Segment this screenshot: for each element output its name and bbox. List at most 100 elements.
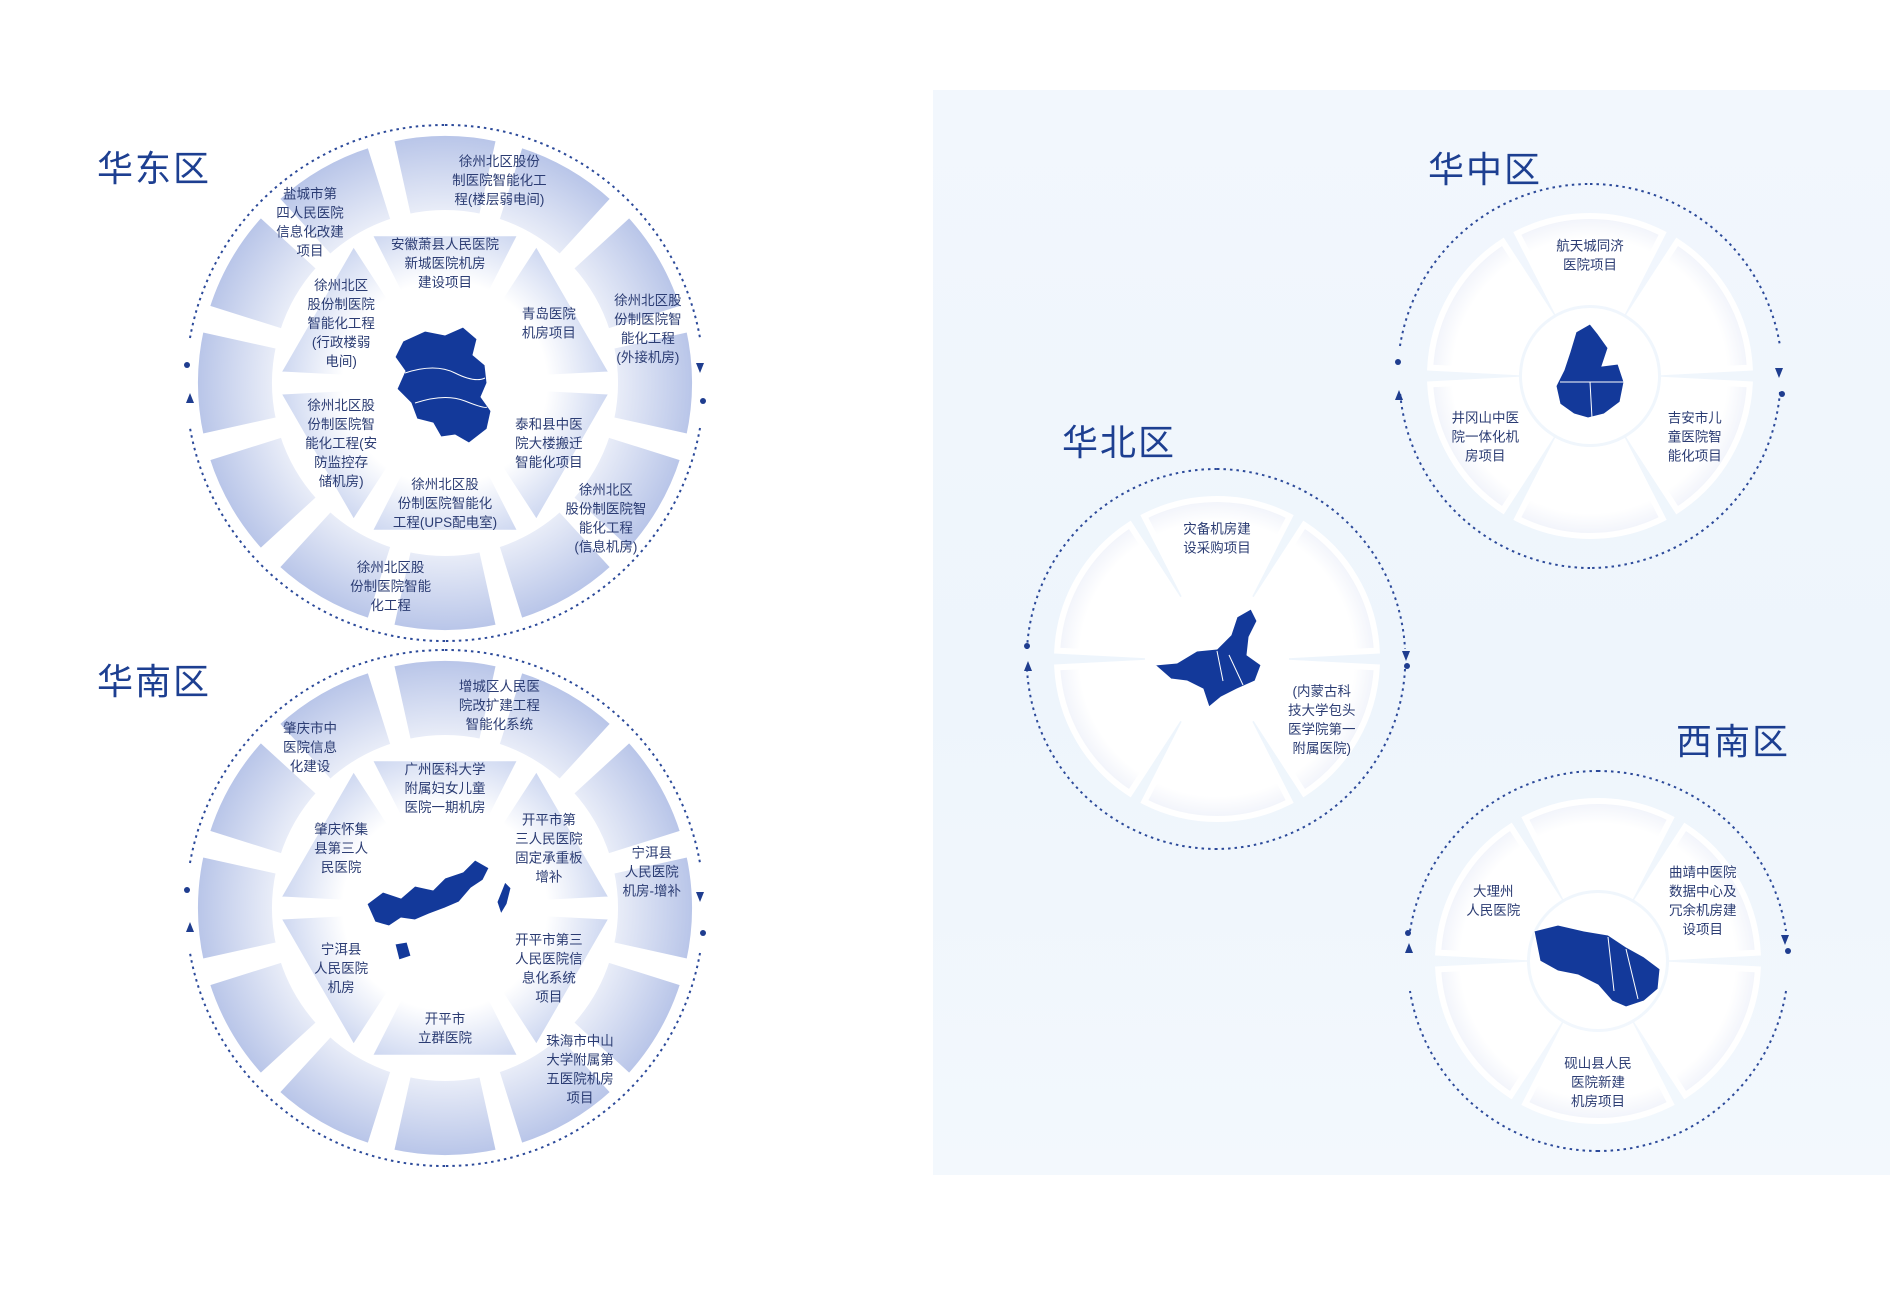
south-inner-label: 肇庆怀集县第三人民医院 [314,822,368,875]
southwest-segment-label-line: 设项目 [1683,922,1724,937]
region-title-central: 华中区 [1428,149,1543,190]
south-inner-label-line: 开平市第 [522,812,576,828]
south-diagram: 增城区人民医院改扩建工程智能化系统宁洱县人民医院机房-增补珠海市中山大学附属第五… [184,648,706,1168]
east-outer-label-line: 股份制医院智 [565,501,646,516]
southwest-segment-label: 曲靖中医院数据中心及冗余机房建设项目 [1669,865,1737,937]
central-segment [1427,237,1554,376]
south-outer-segment [192,850,283,966]
central-segment-label: 井冈山中医院一体化机房项目 [1451,411,1519,464]
east-inner-segment [363,444,527,536]
south-outer-label-line: 机房-增补 [623,884,682,899]
south-outer-label-line: 人民医院 [625,865,679,880]
east-outer-label-line: 化工程 [370,598,411,613]
southwest-segment-label-line: 砚山县人民 [1564,1056,1632,1071]
east-outer-label-line: 制医院智能化工 [452,173,547,188]
south-inner-label-line: 肇庆怀集 [314,822,368,837]
east-inner-label: 徐州北区股份制医院智能化工程(安防监控存储机房) [305,398,377,489]
north-region-map [1153,608,1262,708]
central-segment-label-line: 井冈山中医 [1451,411,1519,426]
south-outer-label: 肇庆市中医院信息化建设 [283,720,337,774]
south-outer-label-line: 化建设 [290,759,331,774]
south-inner-segment [363,755,527,847]
east-inner-segment [272,236,410,383]
south-outer-label-line: 珠海市中山 [546,1032,614,1048]
southwest-segment-label: 砚山县人民医院新建机房项目 [1564,1056,1632,1109]
east-outer-segment [492,504,619,626]
east-inner-label: 安徽萧县人民医院新城医院机房建设项目 [391,237,499,290]
east-outer-segment [566,209,688,336]
south-outer-label-line: 五医院机房 [546,1071,614,1086]
central-segment-label: 航天城同济医院项目 [1556,239,1624,273]
east-outer-ring [192,130,698,636]
east-outer-label-line: (信息机房) [574,538,637,554]
east-outer-label: 徐州北区股份制医院智能化工程(信息机房) [565,482,646,554]
south-inner-label-line: 广州医科大学 [405,762,486,777]
east-inner-label-line: 建设项目 [418,275,472,290]
south-outer-segment [271,665,398,787]
south-inner-label-line: 县第三人 [314,840,368,856]
south-outer-segment [271,1029,398,1151]
southwest-segment-label: 大理州人民医院 [1466,884,1520,918]
south-outer-label-line: 大学附属第 [546,1051,614,1067]
south-inner-label-line: 开平市第三 [515,932,583,948]
central-segment [1513,437,1667,539]
southwest-segment-label-line: 大理州 [1473,884,1514,899]
central-segment-label-line: 吉安市儿 [1668,410,1722,426]
south-inner-label: 开平市第三人民医院信息化系统项目 [515,932,583,1005]
south-outer-label: 宁洱县人民医院机房-增补 [623,845,682,899]
east-outer-segment [202,430,324,557]
east-outer-label-line: 四人民医院 [276,206,344,221]
east-outer-label-line: 项目 [297,244,324,259]
south-inner-label-line: 人民医院 [314,961,368,976]
south-inner-label-line: 增补 [535,870,563,885]
south-outer-segment [202,955,324,1082]
southwest-segment [1521,798,1675,900]
south-inner-label-line: 项目 [535,990,562,1005]
east-outer-segment [387,545,503,636]
central-segment-label-line: 能化项目 [1668,449,1722,464]
central-segment-label-line: 航天城同济 [1556,239,1624,254]
east-inner-label-line: 份制医院智 [307,417,375,432]
south-inner-label-line: 立群医院 [418,1031,472,1046]
east-inner-label-line: 工程(UPS配电室) [393,514,497,530]
east-inner-label-line: 徐州北区股 [307,398,375,413]
south-outer-label-line: 肇庆市中 [283,720,337,736]
north-segment [1140,720,1294,822]
central-segment [1626,237,1753,376]
central-segment-label-line: 童医院智 [1668,429,1722,445]
east-outer-segment [202,209,324,336]
north-segment-label-line: 设采购项目 [1183,541,1251,556]
south-outer-label: 增城区人民医院改扩建工程智能化系统 [459,679,540,732]
north-segment [1140,496,1294,598]
central-segment-label-line: 房项目 [1465,449,1506,464]
south-inner-label-line: 固定承重板 [515,851,583,866]
east-inner-label-line: 机房项目 [522,326,576,341]
region-title-east: 华东区 [97,148,212,189]
southwest-segment [1435,822,1562,961]
central-segment [1513,213,1667,315]
southwest-segment-label-line: 曲靖中医院 [1669,865,1737,880]
east-inner-label-line: 份制医院智能化 [398,496,493,511]
region-title-south: 华南区 [97,661,212,702]
south-outer-segment [202,734,324,861]
east-inner-label-line: 智能化项目 [515,455,583,470]
north-segment-label: (内蒙古科技大学包头医学院第一附属医院) [1288,684,1356,756]
central-segment [1427,376,1554,515]
south-inner-label-line: 医院一期机房 [405,800,486,815]
east-inner-segment [480,383,618,530]
east-outer-segment [271,504,398,626]
south-outer-segment [566,734,688,861]
north-segment-label-line: 医学院第一 [1288,721,1356,737]
north-segment [1253,520,1380,659]
east-outer-segment [607,325,698,441]
east-inner-label: 徐州北区股份制医院智能化工程(行政楼弱电间) [307,278,375,369]
north-segment [1054,520,1181,659]
central-segment-label-line: 医院项目 [1563,258,1617,273]
east-inner-label-line: 院大楼搬迁 [515,436,583,451]
east-region-map [394,326,492,444]
south-outer-segment [607,850,698,966]
southwest-segment [1435,961,1562,1100]
north-segment [1054,659,1181,798]
north-segment-label: 灾备机房建设采购项目 [1183,521,1251,556]
south-inner-label: 宁洱县人民医院机房 [314,941,368,995]
